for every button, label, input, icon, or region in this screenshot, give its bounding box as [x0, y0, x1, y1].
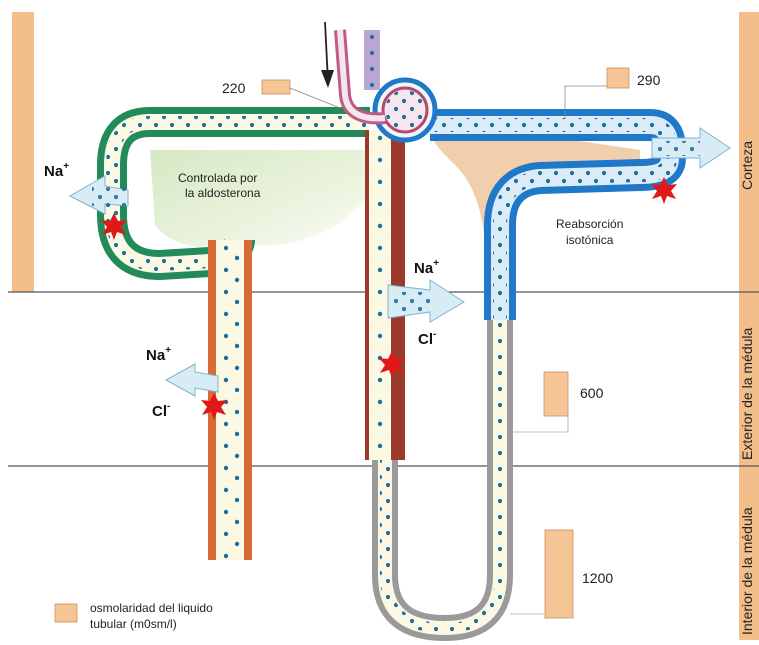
osmolarity-value-1200: 1200 — [582, 570, 613, 586]
ion-arrow-ascending-dots — [392, 292, 432, 314]
osmolarity-swatch-290 — [607, 68, 629, 88]
osmolarity-value-290: 290 — [637, 72, 661, 88]
cl-label-collecting: Cl- — [152, 401, 170, 420]
leader-220 — [290, 88, 340, 108]
aldosterone-label-line1: Controlada por — [178, 171, 257, 185]
cl-label-ascending: Cl- — [418, 329, 436, 348]
legend-swatch — [55, 604, 77, 622]
left-border-bar — [12, 12, 34, 292]
blood-inflow-arrowhead — [321, 70, 334, 88]
osmolarity-swatch-220 — [262, 80, 290, 94]
region-label-outer-medulla: Exterior de la médula — [739, 327, 755, 460]
osmolarity-swatch-600 — [544, 372, 568, 416]
legend-line2: tubular (m0sm/l) — [90, 617, 177, 631]
osmolarity-value-600: 600 — [580, 385, 604, 401]
osmolarity-value-220: 220 — [222, 80, 246, 96]
ion-arrow-proximal-dots — [656, 141, 700, 156]
osmolarity-swatch-1200 — [545, 530, 573, 618]
legend-line1: osmolaridad del liquido — [90, 601, 213, 615]
na-label-distal: Na+ — [44, 161, 69, 180]
ion-arrow-distal-dots — [92, 186, 126, 206]
na-label-collecting: Na+ — [146, 345, 171, 364]
ascending-limb-dots — [371, 130, 389, 460]
glomerulus-dots — [385, 90, 425, 130]
aldosterone-label-line2: la aldosterona — [185, 186, 261, 200]
region-label-cortex: Corteza — [739, 141, 755, 190]
na-label-ascending: Na+ — [414, 258, 439, 277]
reabsorption-label-line2: isotónica — [566, 233, 614, 247]
collecting-duct-dots — [218, 240, 242, 560]
reabsorption-label-line1: Reabsorción — [556, 217, 623, 231]
region-label-inner-medulla: Interior de la médula — [739, 507, 755, 635]
